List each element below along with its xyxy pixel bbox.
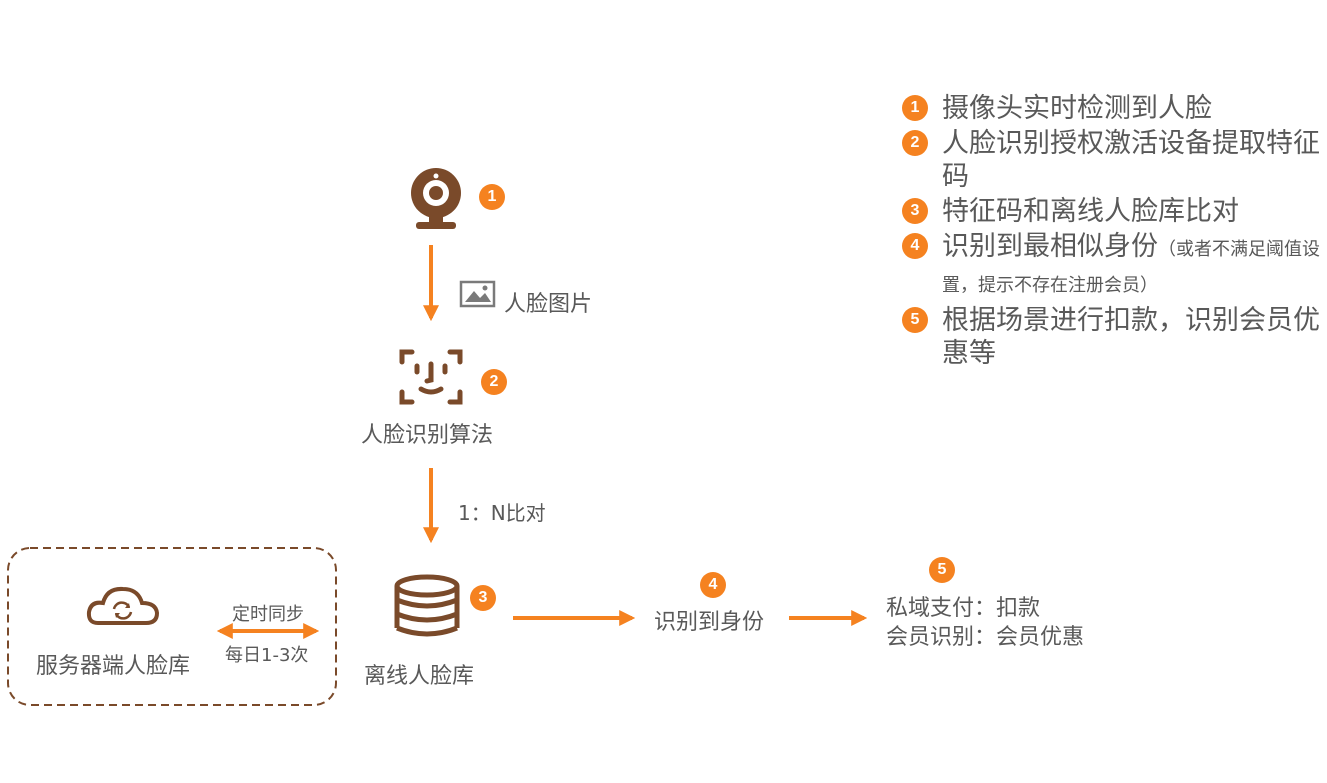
server-box (7, 547, 337, 706)
legend-item: 5 根据场景进行扣款，识别会员优惠等 (900, 304, 1320, 370)
face-scan-icon (399, 349, 463, 405)
server-label: 服务器端人脸库 (36, 654, 191, 679)
legend-note: （或者不满足阈值设置，提示不存在注册会员） (942, 239, 1320, 296)
identify-label: 识别到身份 (654, 610, 765, 635)
legend-text: 根据场景进行扣款，识别会员优惠等 (942, 305, 1320, 369)
legend-text: 特征码和离线人脸库比对 (942, 196, 1239, 227)
legend-item: 1 摄像头实时检测到人脸 (900, 92, 1320, 125)
compare-label: 1：N比对 (458, 501, 546, 525)
legend: 1 摄像头实时检测到人脸 2 人脸识别授权激活设备提取特征码 3 特征码和离线人… (900, 92, 1320, 372)
step-badge-5: 5 (929, 557, 955, 583)
database-icon (394, 574, 460, 637)
legend-badge: 4 (902, 233, 928, 259)
sync-top-label: 定时同步 (232, 604, 304, 625)
legend-text: 人脸识别授权激活设备提取特征码 (942, 128, 1320, 192)
step-badge-4: 4 (700, 572, 726, 598)
step-badge-2: 2 (481, 369, 507, 395)
result-line-1: 私域支付：扣款 (886, 596, 1041, 621)
legend-text: 识别到最相似身份 (942, 231, 1158, 262)
step-badge-1: 1 (479, 184, 505, 210)
image-icon (459, 280, 496, 308)
legend-item: 4 识别到最相似身份（或者不满足阈值设置，提示不存在注册会员） (900, 230, 1320, 302)
result-line-2: 会员识别：会员优惠 (886, 625, 1085, 650)
sync-bottom-label: 每日1-3次 (225, 645, 309, 666)
legend-badge: 3 (902, 198, 928, 224)
legend-item: 3 特征码和离线人脸库比对 (900, 195, 1320, 228)
camera-icon (411, 168, 461, 229)
legend-item: 2 人脸识别授权激活设备提取特征码 (900, 127, 1320, 193)
legend-badge: 5 (902, 307, 928, 333)
image-label: 人脸图片 (504, 292, 593, 317)
legend-text: 摄像头实时检测到人脸 (942, 93, 1212, 124)
cloud-sync-icon (86, 586, 160, 625)
legend-badge: 1 (902, 95, 928, 121)
step-badge-3: 3 (470, 585, 496, 611)
db-label: 离线人脸库 (364, 664, 475, 689)
legend-badge: 2 (902, 130, 928, 156)
algo-label: 人脸识别算法 (361, 423, 494, 448)
